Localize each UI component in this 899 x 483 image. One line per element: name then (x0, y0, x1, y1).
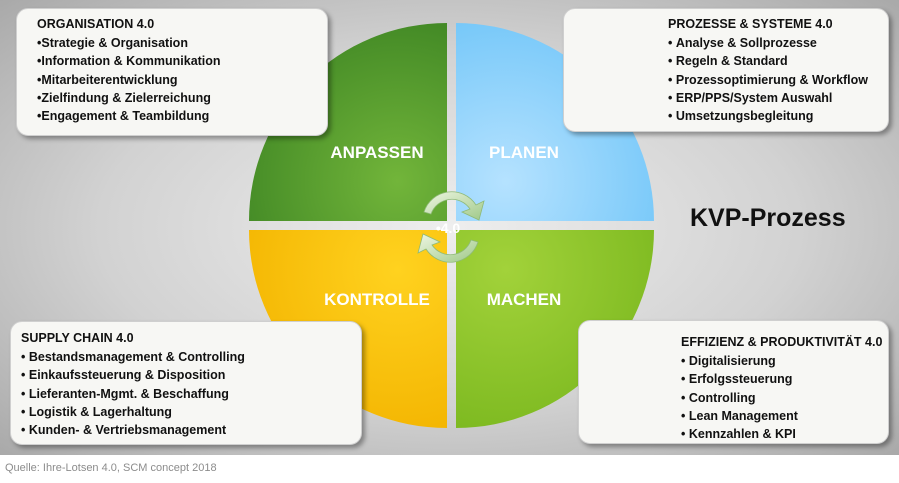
organisation-box: ORGANISATION 4.0 Strategie & Organisatio… (16, 8, 328, 136)
organisation-list: Strategie & Organisation Information & K… (37, 34, 317, 125)
list-item: Bestandsmanagement & Controlling (21, 348, 351, 366)
list-item: Logistik & Lagerhaltung (21, 403, 351, 421)
list-item: Engagement & Teambildung (37, 107, 317, 125)
list-item: Kunden- & Vertriebsmanagement (21, 421, 351, 439)
quadrant-label-kontrolle: KONTROLLE (324, 290, 430, 309)
source-note: Quelle: Ihre-Lotsen 4.0, SCM concept 201… (5, 462, 217, 474)
supply-chain-box: SUPPLY CHAIN 4.0 Bestandsmanagement & Co… (10, 321, 362, 445)
prozesse-box: PROZESSE & SYSTEME 4.0 Analyse & Sollpro… (563, 8, 889, 132)
quadrant-label-machen: MACHEN (487, 290, 562, 309)
cycle-arrow-top (423, 191, 485, 221)
supply-chain-list: Bestandsmanagement & Controlling Einkauf… (21, 348, 351, 439)
prozesse-title: PROZESSE & SYSTEME 4.0 (668, 17, 833, 31)
list-item: Prozessoptimierung & Workflow (668, 71, 878, 89)
kvp-cycle-diagram: ANPASSEN PLANEN KONTROLLE MACHEN •4.0 (249, 23, 654, 428)
list-item: Controlling (681, 389, 878, 407)
effizienz-title: EFFIZIENZ & PRODUKTIVITÄT 4.0 (681, 335, 883, 349)
list-item: Regeln & Standard (668, 52, 878, 70)
quadrant-label-planen: PLANEN (489, 143, 559, 162)
organisation-title: ORGANISATION 4.0 (37, 17, 155, 31)
list-item: Zielfindung & Zielerreichung (37, 89, 317, 107)
list-item: Digitalisierung (681, 352, 878, 370)
list-item: ERP/PPS/System Auswahl (668, 89, 878, 107)
list-item: Lieferanten-Mgmt. & Beschaffung (21, 385, 351, 403)
cycle-arrow-bottom (417, 233, 479, 263)
quadrant-machen (456, 230, 654, 428)
supply-chain-title: SUPPLY CHAIN 4.0 (21, 331, 134, 345)
cycle-arrows-icon (417, 191, 485, 263)
effizienz-box: EFFIZIENZ & PRODUKTIVITÄT 4.0 Digitalisi… (578, 320, 889, 444)
list-item: Strategie & Organisation (37, 34, 317, 52)
list-item: Analyse & Sollprozesse (668, 34, 878, 52)
prozesse-list: Analyse & Sollprozesse Regeln & Standard… (668, 34, 878, 125)
effizienz-list: Digitalisierung Erfolgssteuerung Control… (681, 352, 878, 443)
diagram-background: ANPASSEN PLANEN KONTROLLE MACHEN •4.0 OR… (0, 0, 899, 455)
quadrant-label-anpassen: ANPASSEN (330, 143, 423, 162)
list-item: Information & Kommunikation (37, 52, 317, 70)
quadrant-planen (456, 23, 654, 221)
quadrant-anpassen (249, 23, 447, 221)
list-item: Kennzahlen & KPI (681, 425, 878, 443)
list-item: Lean Management (681, 407, 878, 425)
list-item: Umsetzungsbegleitung (668, 107, 878, 125)
diagram-title: KVP-Prozess (690, 204, 846, 232)
center-label: •4.0 (436, 220, 461, 236)
list-item: Erfolgssteuerung (681, 370, 878, 388)
list-item: Einkaufssteuerung & Disposition (21, 366, 351, 384)
list-item: Mitarbeiterentwicklung (37, 71, 317, 89)
